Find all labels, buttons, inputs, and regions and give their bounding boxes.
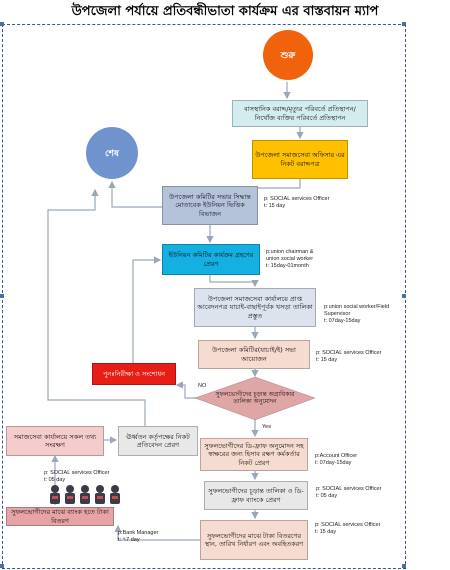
- step-final-list-bank: সুফলভোগীদের চূড়ান্ত তালিকা ও ডি-ফ্রাফ ব…: [204, 481, 308, 510]
- decision-priority-list: সুফলভোগীদের চূড়ান্ত অগ্রাধিকার তালিকা অ…: [215, 390, 295, 406]
- start-label: শুরু: [280, 50, 296, 61]
- frame-handle-top-right[interactable]: [402, 22, 406, 26]
- diagram-title: উপজেলা পর্যায়ে প্রতিবন্ধীভাতা কার্যক্রম…: [71, 4, 379, 19]
- step-letter-to-officer: উপজেলা সমাজসেবা অফিসার এর নিকট বরাদ্দপত্…: [252, 140, 348, 179]
- arrow-step4-step5: [209, 275, 259, 288]
- step-committee-meeting: উপজেলা কমিটির(যাচাই/ই) সভা আয়োজন: [198, 340, 310, 369]
- step-union-division: উপজেলা কমিটির সভার সিদ্ধান্ত মোতাবেক ইউন…: [162, 186, 258, 225]
- note-step5: p:union social worker/Field Supervisor t…: [324, 304, 390, 325]
- step-distribution-schedule: সুফলভোগীদের মাঝে টাকা বিতরণের স্থান, তার…: [200, 520, 308, 560]
- end-label: শেষ: [105, 148, 119, 159]
- frame-handle-mid-left[interactable]: [0, 294, 4, 298]
- arrow-step9-left3: [114, 524, 200, 541]
- arrow-recheck-step4: [132, 256, 162, 363]
- note-step3: p: SOCIAL services Officer t: 15 day: [264, 196, 330, 210]
- step-record-keeping: সমাজসেবা কার্যালয়ে সকল তথ্য সংরক্ষণ: [6, 426, 104, 456]
- arrow-step3-end: [108, 180, 162, 208]
- frame-handle-bottom-left[interactable]: [0, 564, 4, 568]
- note-step8: p: SOCIAL services Officer t: 05 day: [316, 486, 382, 500]
- no-label: NO: [198, 383, 207, 389]
- step-allocation: বাসস্থানিক বরাদ্দ/মৃত্যুর পরিবর্তে প্রতি…: [232, 100, 368, 127]
- note-step4: p:union chairman & union social worker t…: [266, 249, 314, 270]
- step-union-committee: ইউনিয়ন কমিটির কার্যক্রম গ্রহণের প্রেরণ: [162, 244, 260, 275]
- start-node: শুরু: [263, 30, 313, 80]
- step-report-upward: ঊর্ধ্বতন কর্তৃপক্ষের নিকট প্রতিবেদন প্রে…: [118, 426, 198, 456]
- frame-handle-top-left[interactable]: [0, 22, 4, 26]
- note-step6: p: SOCIAL services Officer t: 15 day: [316, 350, 382, 364]
- end-node: শেষ: [86, 127, 138, 179]
- note-step9: p: SOCIAL services Officer t: 15 day: [315, 522, 381, 536]
- arrow-left2-end: [47, 188, 146, 426]
- yes-label: Yes: [262, 424, 271, 430]
- note-left3: p:Bank Manager t: ৭7 day: [118, 530, 159, 544]
- note-step7: p:Account Officer t: 07day-15day: [315, 453, 358, 467]
- step-bank-distribution: সুফলভোগীদের মাঝে ব্যাংক হতে টাকা বিতরণ: [6, 507, 114, 526]
- frame-handle-bottom-right[interactable]: [402, 564, 406, 568]
- note-left1: p: SOCIAL services Officer t: 05 day: [44, 470, 110, 484]
- step-draft-list: উপজেলা সমাজসেবা কার্যালয়ে প্রাপ্ত আবেদন…: [194, 288, 316, 327]
- step-recheck: পুনঃনিরীক্ষা ও সংশোধন: [92, 363, 176, 385]
- frame-handle-mid-right[interactable]: [402, 294, 406, 298]
- step-draft-approval: সুফলভোগীদের ডি-ফ্রাফ অনুমোদন সহ স্বাক্ষর…: [200, 438, 308, 471]
